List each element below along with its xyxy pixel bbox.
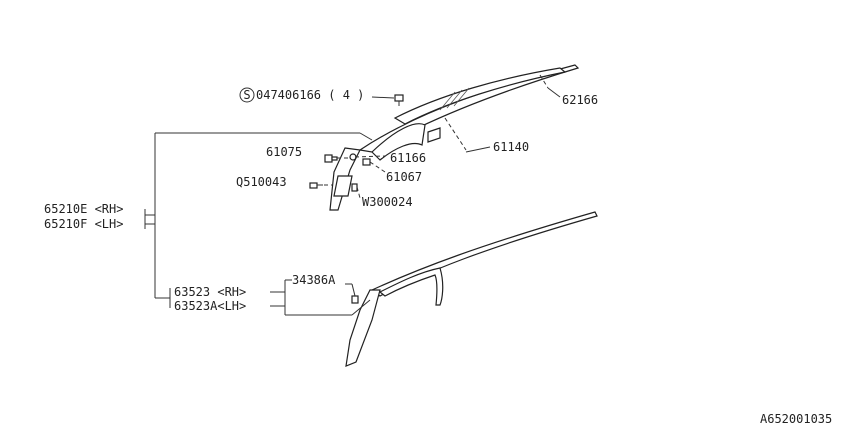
upper-molding bbox=[358, 64, 580, 161]
clip-61075 bbox=[324, 154, 338, 163]
label-Q510043: Q510043 bbox=[236, 175, 287, 189]
clip-Q510043 bbox=[309, 182, 323, 189]
label-047406166: 047406166 ( 4 ) bbox=[256, 88, 364, 102]
clip-W300024 bbox=[351, 183, 358, 192]
label-61140: 61140 bbox=[493, 140, 529, 154]
label-62166: 62166 bbox=[562, 93, 598, 107]
label-65210F: 65210F <LH> bbox=[44, 217, 123, 231]
diagram-id: A652001035 bbox=[760, 412, 832, 425]
label-61075: 61075 bbox=[266, 145, 302, 159]
screw-047406166 bbox=[394, 94, 404, 106]
clip-61067 bbox=[362, 158, 371, 166]
label-34386A: 34386A bbox=[292, 273, 336, 287]
lower-molding bbox=[345, 211, 598, 367]
label-61166: 61166 bbox=[390, 151, 426, 165]
upper-bracket bbox=[329, 147, 361, 211]
label-W300024: W300024 bbox=[362, 195, 413, 209]
label-63523: 63523 <RH> bbox=[174, 285, 246, 299]
clip-34386A bbox=[351, 295, 359, 304]
s-symbol-circle bbox=[239, 87, 255, 103]
label-63523A: 63523A<LH> bbox=[174, 299, 246, 313]
bracket-lines bbox=[144, 132, 373, 316]
s-symbol: S bbox=[243, 88, 250, 102]
label-65210E: 65210E <RH> bbox=[44, 202, 123, 216]
label-61067: 61067 bbox=[386, 170, 422, 184]
